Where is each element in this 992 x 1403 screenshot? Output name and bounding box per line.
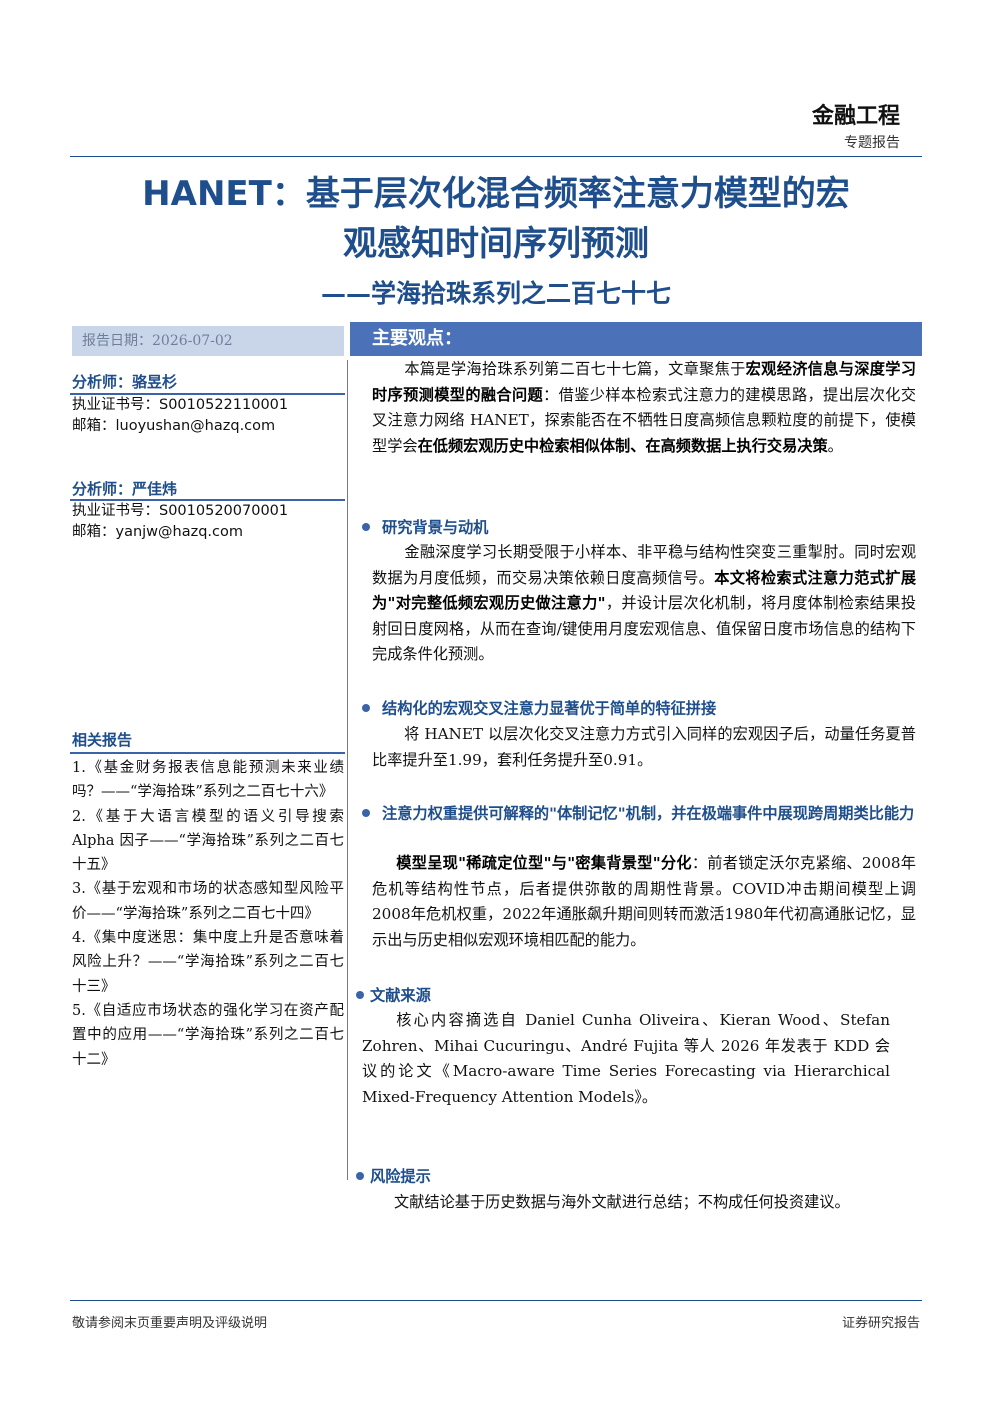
section-heading: 风险提示 — [356, 1164, 912, 1190]
analyst-cert: 执业证书号：S0010522110001 — [72, 397, 289, 413]
bullet-icon — [362, 523, 370, 531]
analyst-email: 邮箱：luoyushan@hazq.com — [72, 418, 276, 434]
section-heading: 文献来源 — [356, 983, 912, 1009]
footer-disclaimer: 敬请参阅末页重要声明及评级说明 — [72, 1316, 268, 1331]
intro-text: ：借鉴少样本检索式注意力的建模思路，提出层次化交叉注意力网络 HANET，探索能… — [372, 385, 917, 455]
section-heading: 研究背景与动机 — [362, 515, 918, 541]
intro-emphasis: 宏观经济信息与深度学习时序预测模型的融合问题 — [372, 360, 917, 404]
related-report-link[interactable]: 5.《自适应市场状态的强化学习在资产配置中的应用——“学海拾珠”系列之二百七十二… — [72, 1002, 344, 1068]
analyst-name: 分析师：严佳炜 — [72, 480, 178, 498]
related-reports-divider — [70, 752, 345, 754]
related-reports-heading: 相关报告 — [72, 731, 133, 749]
section-heading: 结构化的宏观交叉注意力显著优于简单的特征拼接 — [362, 696, 918, 722]
analyst-info: 执业证书号：S0010522110001 邮箱：luoyushan@hazq.c… — [72, 395, 288, 437]
column-divider — [347, 360, 348, 1180]
section-emphasis: 模型呈现"稀疏定位型"与"密集背景型"分化 — [396, 854, 692, 872]
header-subcategory: 专题报告 — [844, 135, 900, 151]
section-paragraph: 金融深度学习长期受限于小样本、非平稳与结构性突变三重掣肘。同时宏观数据为月度低频… — [372, 543, 917, 664]
report-subtitle: ——学海拾珠系列之二百七十七 — [320, 279, 671, 308]
analyst-divider — [70, 499, 345, 501]
section-paragraph: 文献结论基于历史数据与海外文献进行总结；不构成任何投资建议。 — [394, 1193, 850, 1211]
analyst-name: 分析师：骆昱杉 — [72, 373, 178, 391]
report-date: 报告日期：2026-07-02 — [72, 326, 344, 356]
bullet-icon — [362, 809, 370, 817]
intro-paragraph: 本篇是学海拾珠系列第二百七十七篇，文章聚焦于宏观经济信息与深度学习时序预测模型的… — [372, 357, 916, 459]
footer-divider — [70, 1300, 922, 1301]
related-report-link[interactable]: 2.《基于大语言模型的语义引导搜索Alpha 因子——“学海拾珠”系列之二百七十… — [72, 808, 344, 874]
bullet-icon — [362, 704, 370, 712]
section-paragraph: 模型呈现"稀疏定位型"与"密集背景型"分化：前者锁定沃尔克紧缩、2008年危机等… — [372, 854, 916, 949]
footer-label: 证券研究报告 — [841, 1316, 920, 1331]
related-report-link[interactable]: 1.《基金财务报表信息能预测未来业绩吗？——“学海拾珠”系列之二百七十六》 — [72, 760, 344, 801]
header-divider — [70, 156, 922, 157]
header-category: 金融工程 — [811, 103, 900, 129]
section-paragraph: 核心内容摘选自 Daniel Cunha Oliveira、Kieran Woo… — [362, 1011, 890, 1106]
analyst-cert: 执业证书号：S0010520070001 — [72, 503, 289, 519]
intro-text: 本篇是学海拾珠系列第二百七十七篇，文章聚焦于 — [404, 360, 746, 378]
bullet-icon — [356, 1172, 364, 1180]
report-title-line1: HANET：基于层次化混合频率注意力模型的宏 — [142, 174, 850, 214]
section-heading: 注意力权重提供可解释的"体制记忆"机制，并在极端事件中展现跨周期类比能力 — [362, 801, 918, 827]
analyst-email: 邮箱：yanjw@hazq.com — [72, 524, 244, 540]
bullet-icon — [356, 991, 364, 999]
intro-emphasis: 在低频宏观历史中检索相似体制、在高频数据上执行交易决策 — [417, 436, 828, 455]
intro-text: 。 — [827, 436, 843, 455]
section-paragraph: 将 HANET 以层次化交叉注意力方式引入同样的宏观因子后，动量任务夏普比率提升… — [372, 725, 916, 769]
related-report-link[interactable]: 3.《基于宏观和市场的状态感知型风险平价——“学海拾珠”系列之二百七十四》 — [72, 881, 344, 922]
main-points-heading: 主要观点： — [350, 322, 922, 356]
related-reports-list: 1.《基金财务报表信息能预测未来业绩吗？——“学海拾珠”系列之二百七十六》 2.… — [72, 756, 344, 1072]
report-title-line2: 观感知时间序列预测 — [343, 224, 649, 264]
related-report-link[interactable]: 4.《集中度迷思：集中度上升是否意味着风险上升？——“学海拾珠”系列之二百七十三… — [72, 930, 344, 995]
analyst-info: 执业证书号：S0010520070001 邮箱：yanjw@hazq.com — [72, 501, 288, 543]
section-emphasis: 本文将检索式注意力范式扩展为"对完整低频宏观历史做注意力" — [372, 568, 917, 613]
analyst-divider — [70, 393, 345, 395]
